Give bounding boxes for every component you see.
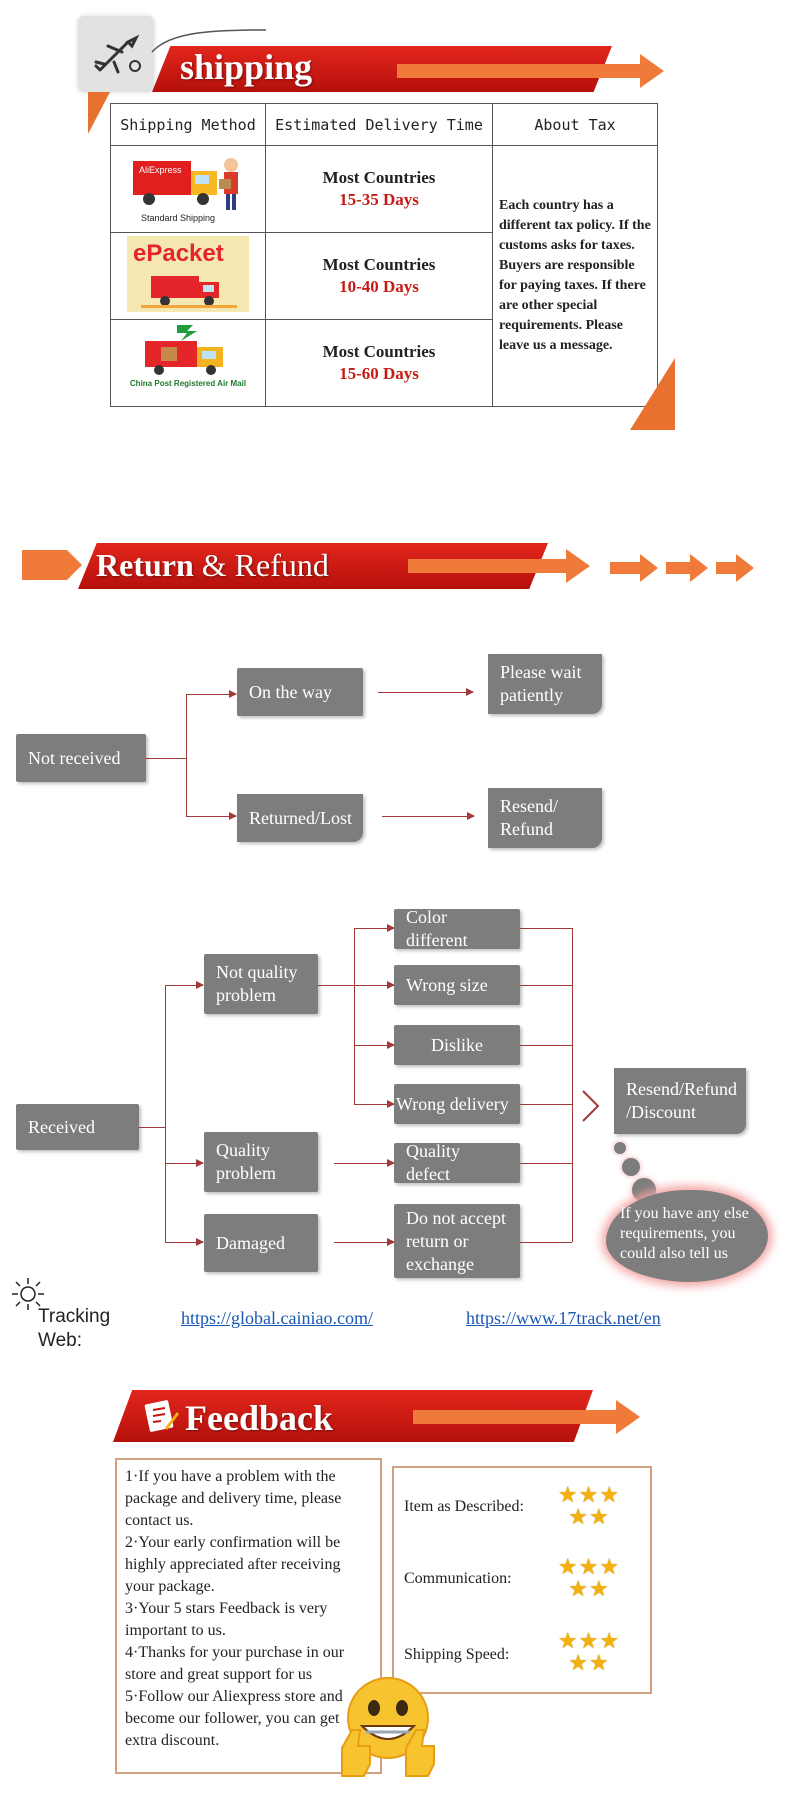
connector-curve	[151, 29, 267, 53]
on-the-way-box: On the way	[237, 668, 363, 716]
note-pencil-icon	[144, 1400, 179, 1432]
return-banner-arrow	[408, 549, 590, 583]
column-header: Estimated Delivery Time	[265, 103, 493, 146]
chevron-arrows-icon	[610, 554, 754, 582]
feedback-notes: 1·If you have a problem with the package…	[115, 1458, 382, 1774]
aliexpress-logo-text: AliExpress	[139, 165, 182, 175]
rating-label: Item as Described:	[404, 1498, 524, 1515]
china-post-logo: China Post Registered Air Mail	[127, 323, 249, 399]
rating-stars-icon: ★★★★★	[557, 1554, 621, 1601]
rating-stars-icon: ★★★★★	[557, 1482, 621, 1529]
tracking-label: Tracking	[38, 1306, 111, 1327]
days-text: 15-60 Days	[339, 364, 419, 383]
wrong-size-box: Wrong size	[394, 965, 520, 1005]
not-received-box: Not received	[16, 734, 146, 782]
return-banner: Return & Refund	[78, 543, 598, 589]
return-banner-tab	[22, 550, 82, 580]
dislike-box: Dislike	[394, 1025, 520, 1065]
return-title-rest: & Refund	[201, 547, 329, 583]
rating-label: Communication:	[404, 1570, 512, 1587]
plane-badge	[78, 16, 154, 92]
countries-text: Most Countries	[322, 168, 436, 187]
cloud-dot-medium	[622, 1158, 640, 1176]
delivery-time-cell: Most Countries 15-35 Days	[265, 145, 493, 233]
china-post-logo-cell: China Post Registered Air Mail	[110, 319, 266, 407]
speech-cloud	[606, 1190, 768, 1282]
feedback-item: 1·If you have a problem with the package…	[125, 1468, 342, 1529]
delivery-time-cell: Most Countries 15-60 Days	[265, 319, 493, 407]
epacket-logo-text: ePacket	[133, 239, 224, 267]
airplane-icon	[94, 34, 141, 74]
feedback-banner-arrow	[413, 1400, 640, 1434]
epacket-logo-cell: ePacket	[110, 232, 266, 320]
color-different-box: Color different	[394, 907, 520, 950]
cainiao-link[interactable]: https://global.cainiao.com/	[181, 1308, 373, 1328]
feedback-item: 2·Your early confirmation will be highly…	[125, 1534, 341, 1595]
rating-stars-icon: ★★★★★	[557, 1628, 621, 1675]
return-title-bold: Return	[96, 547, 194, 583]
ratings-box: Item as Described: ★★★★★ Communication: …	[392, 1466, 652, 1694]
cloud-dot-small	[614, 1142, 626, 1154]
quality-problem-box: Quality problem	[204, 1132, 318, 1192]
countries-text: Most Countries	[322, 255, 436, 274]
shipping-banner-arrow	[397, 54, 664, 88]
aliexpress-truck-logo: AliExpress Standard Shipping	[127, 151, 249, 227]
logo-caption: China Post Registered Air Mail	[129, 378, 247, 388]
badge-fold	[88, 92, 110, 134]
feedback-title: Feedback	[185, 1398, 333, 1438]
epacket-logo: ePacket	[127, 235, 249, 312]
please-wait-box: Please wait patiently	[488, 654, 602, 714]
not-quality-box: Not quality problem	[204, 954, 318, 1014]
days-text: 15-35 Days	[339, 190, 419, 209]
tracking-label-web: Web:	[38, 1330, 83, 1351]
aliexpress-logo-cell: AliExpress Standard Shipping	[110, 145, 266, 233]
quality-defect-box: Quality defect	[394, 1141, 520, 1184]
shipping-title: shipping	[180, 47, 313, 87]
17track-link[interactable]: https://www.17track.net/en	[466, 1308, 661, 1328]
days-text: 10-40 Days	[339, 277, 419, 296]
sun-icon	[12, 1278, 44, 1310]
thumbs-up-emoji-icon	[341, 1677, 435, 1777]
feedback-item: 4·Thanks for your purchase in our store …	[125, 1644, 345, 1683]
cloud-text: If you have any else requirements, you c…	[620, 1205, 749, 1262]
received-box: Received	[16, 1104, 139, 1150]
returned-lost-box: Returned/Lost	[237, 794, 363, 842]
shipping-banner: shipping	[152, 46, 682, 92]
no-return-box: Do not accept return or exchange	[394, 1204, 520, 1278]
table-row: China Post Registered Air Mail Most Coun…	[110, 319, 658, 407]
column-header: Shipping Method	[110, 103, 266, 146]
resend-refund-box: Resend/ Refund	[488, 788, 602, 848]
table-row: ePacket Most Countries 10-40 Days	[110, 232, 658, 320]
column-header: About Tax	[492, 103, 658, 146]
feedback-item: 3·Your 5 stars Feedback is very importan…	[125, 1600, 328, 1639]
rating-label: Shipping Speed:	[404, 1646, 510, 1663]
delivery-time-cell: Most Countries 10-40 Days	[265, 232, 493, 320]
countries-text: Most Countries	[322, 342, 436, 361]
wrong-delivery-box: Wrong delivery	[394, 1084, 520, 1124]
chevron-right-icon	[582, 1090, 600, 1122]
feedback-item: 5·Follow our Aliexpress store and become…	[125, 1688, 343, 1749]
feedback-banner: Feedback	[113, 1390, 653, 1442]
shipping-table: Shipping Method Estimated Delivery Time …	[110, 103, 658, 407]
table-corner-fold	[630, 358, 675, 430]
logo-caption: Standard Shipping	[141, 213, 216, 223]
damaged-box: Damaged	[204, 1214, 318, 1272]
table-row: AliExpress Standard Shipping Most Countr…	[110, 145, 658, 407]
resend-refund-discount-box: Resend/Refund /Discount	[614, 1068, 746, 1134]
